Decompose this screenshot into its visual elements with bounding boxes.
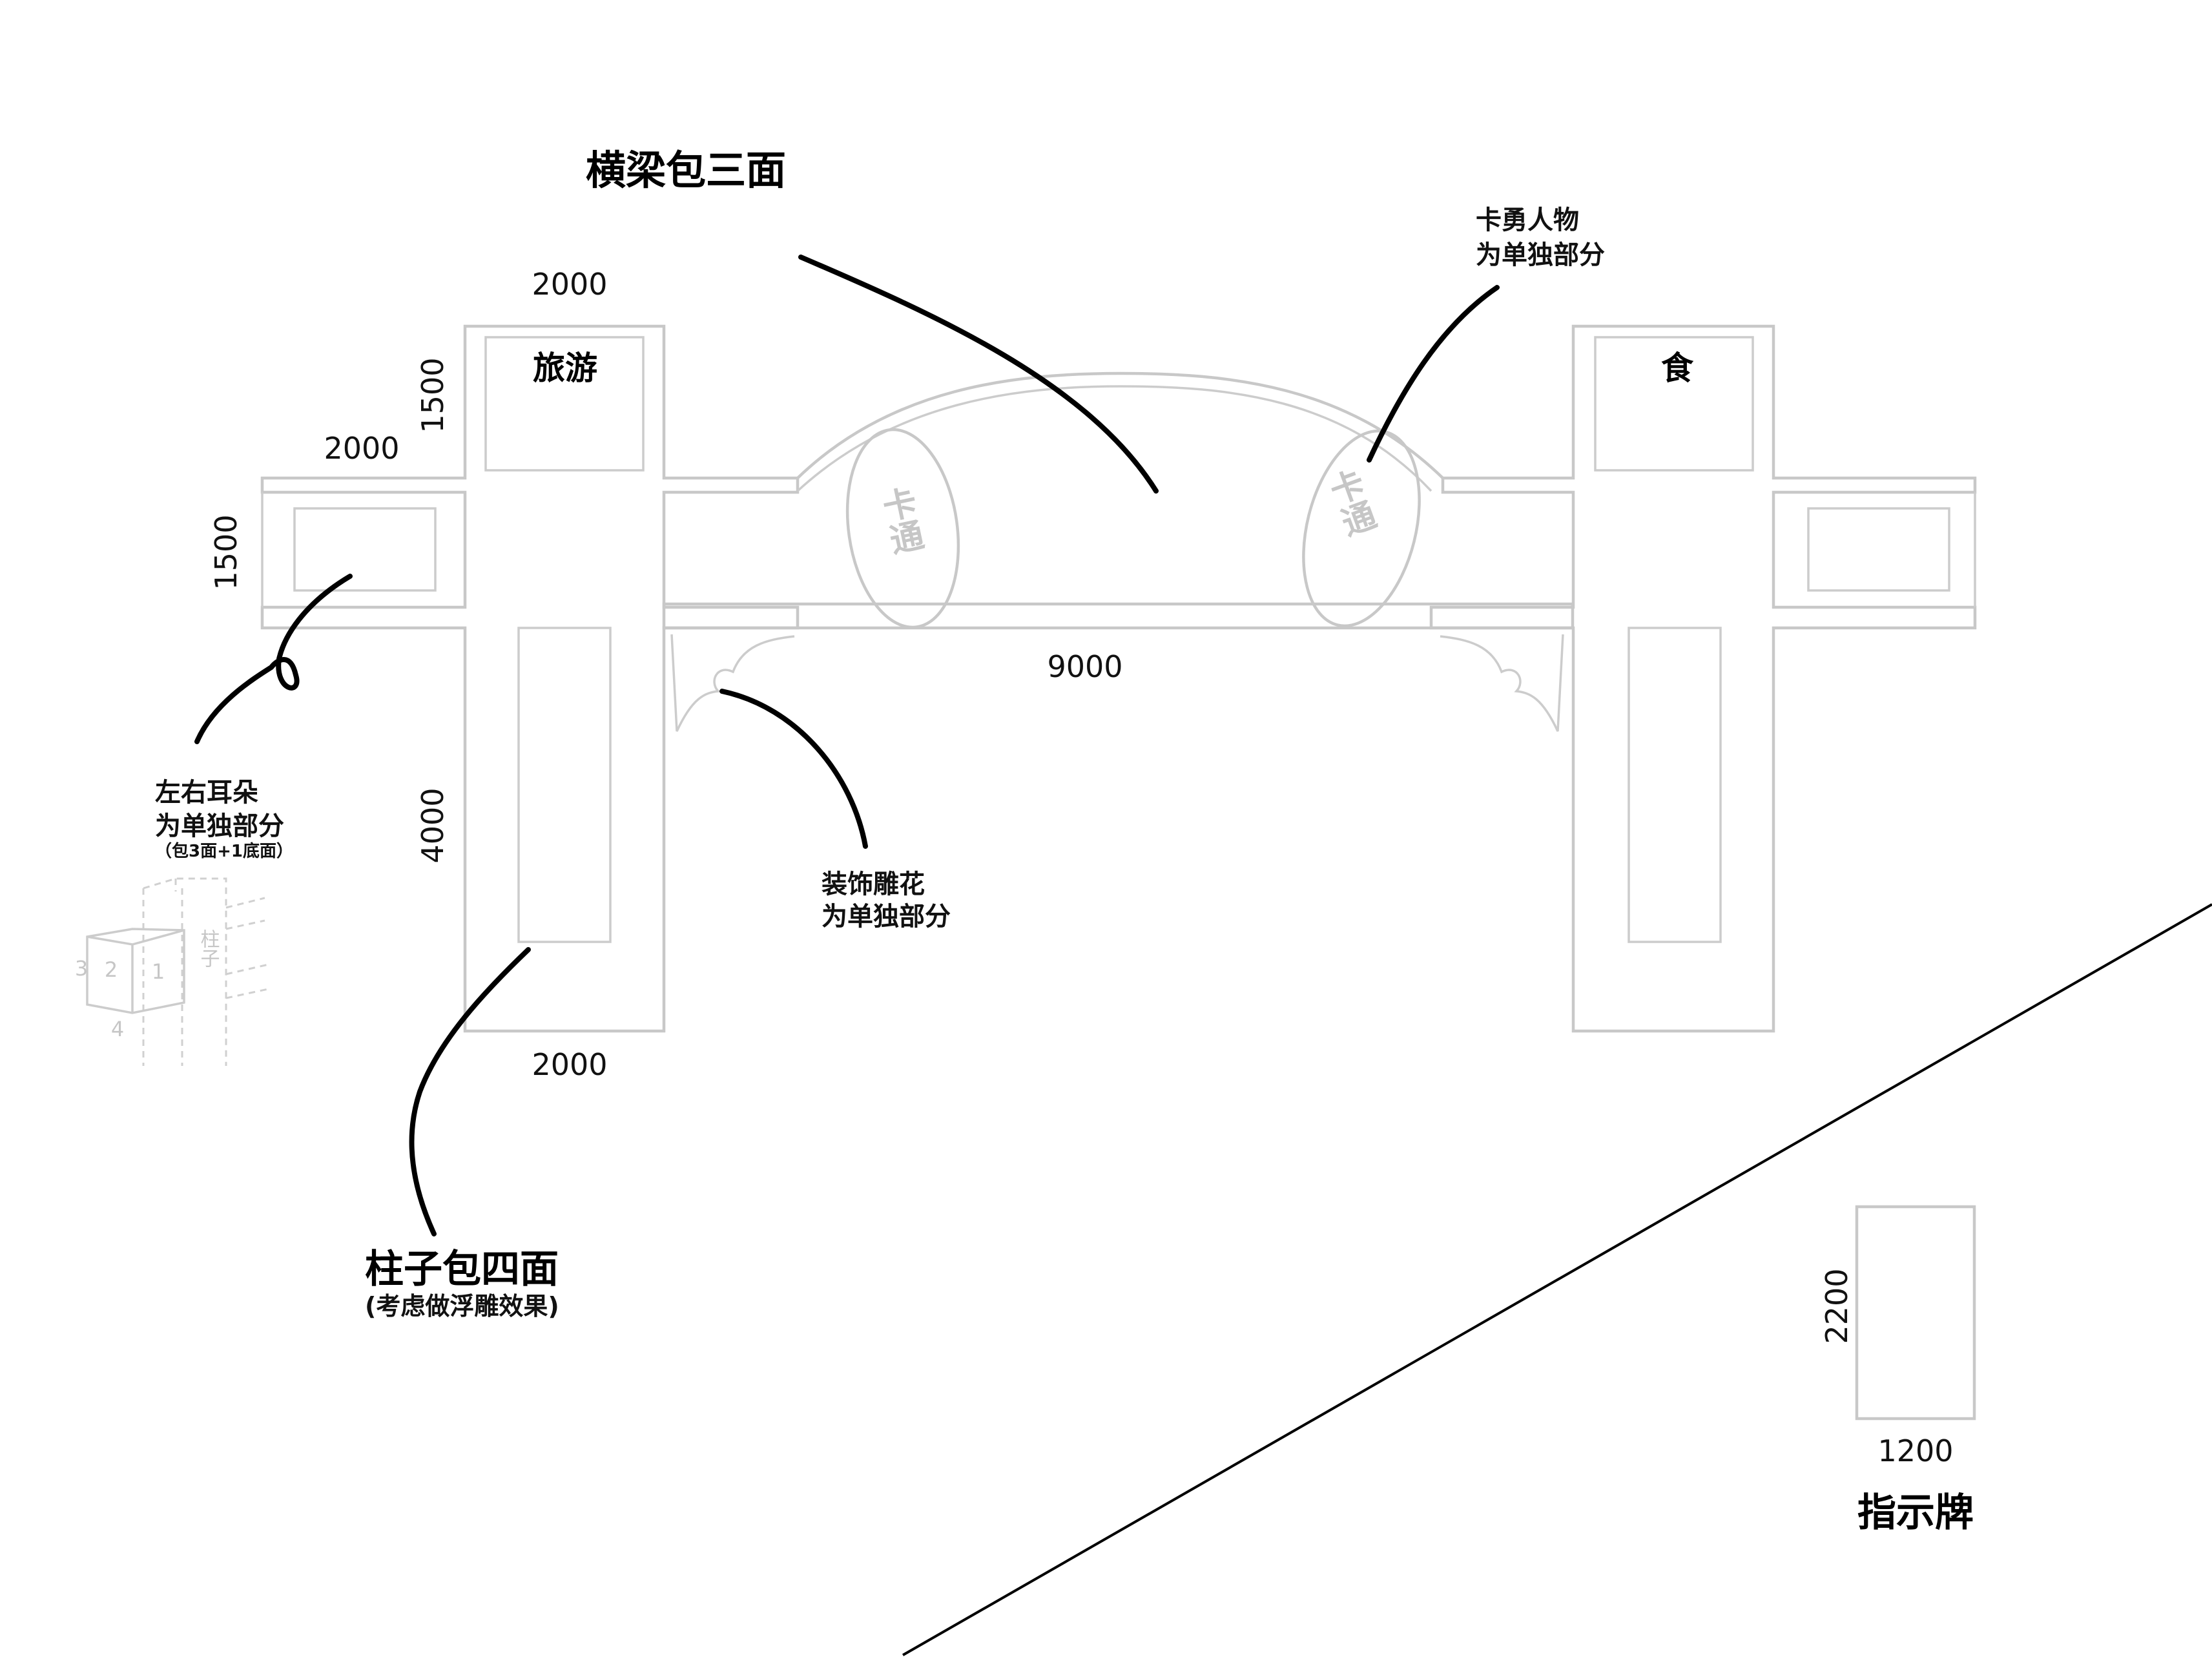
dim-top-height: 1500	[415, 357, 450, 433]
pillar-leader-line	[409, 947, 531, 1236]
left-ear-panel	[293, 507, 437, 592]
inset-cube	[86, 928, 185, 1014]
right-tower-outline	[1429, 324, 1977, 1033]
signpost-outline	[1855, 1205, 1976, 1421]
inset-pillar-label: 柱子	[197, 929, 220, 968]
right-pillar-relief-panel	[1628, 627, 1722, 943]
beam-lower-bar	[662, 602, 1575, 630]
dim-ear-width: 2000	[324, 431, 399, 466]
right-sign-panel	[1594, 336, 1754, 472]
inset-ear-sketch: 1 2 3 4 柱子	[75, 877, 272, 1066]
carving-leader-line	[719, 689, 868, 849]
beam-arch-inner	[796, 385, 1432, 492]
dim-pillar-width: 2000	[532, 1047, 607, 1082]
dim-sign-height: 2200	[1819, 1268, 1854, 1344]
inset-face-1: 1	[152, 959, 165, 984]
dim-ear-height: 1500	[209, 514, 243, 590]
dim-beam-span: 9000	[1047, 649, 1122, 684]
pillar-sub: (考虑做浮雕效果)	[365, 1292, 559, 1320]
signpost: 2200 1200 指示牌	[1819, 1205, 1976, 1536]
inset-face-3: 3	[75, 956, 88, 981]
right-ear-panel	[1807, 507, 1950, 592]
main-beam	[662, 371, 1575, 630]
left-tower: 旅游	[260, 324, 800, 1033]
dim-sign-width: 1200	[1877, 1433, 1953, 1468]
signpost-title: 指示牌	[1857, 1490, 1974, 1536]
inset-face-4: 4	[111, 1017, 124, 1041]
ears-note-line1: 左右耳朵	[155, 778, 258, 808]
left-tower-outline	[260, 324, 800, 1033]
inset-face-2: 2	[105, 957, 118, 982]
right-sign-text: 食	[1661, 349, 1694, 387]
left-sign-text: 旅游	[533, 349, 597, 387]
beam-title: 横梁包三面	[586, 147, 786, 194]
left-pillar-relief-panel	[517, 627, 612, 943]
carving-note-line2: 为单独部分	[822, 902, 951, 932]
dim-top-width: 2000	[532, 267, 607, 302]
cartoon-right-text: 卡通	[1319, 465, 1380, 542]
ears-note-sub: （包3面+1底面）	[155, 841, 293, 861]
cartoon-note-line2: 为单独部分	[1476, 240, 1605, 270]
left-sign-panel	[484, 336, 645, 472]
carving-bracket-left	[670, 634, 795, 732]
carving-bracket-right	[1440, 634, 1564, 732]
diagonal-divider-line	[902, 903, 2212, 1656]
ears-leader-line	[194, 574, 353, 744]
carving-note-line1: 装饰雕花	[822, 870, 925, 899]
dim-pillar-height: 4000	[415, 787, 450, 863]
beam-arch-outer	[796, 371, 1444, 479]
pillar-title: 柱子包四面	[365, 1247, 559, 1292]
ears-note-line2: 为单独部分	[155, 811, 284, 841]
beam-leader-line	[798, 255, 1159, 494]
cartoon-note-line1: 卡勇人物	[1476, 205, 1579, 235]
right-tower: 食	[1429, 324, 1977, 1033]
inset-pillar-dashed	[142, 877, 272, 1066]
cartoon-left-text: 卡通	[874, 484, 926, 558]
cartoon-leader-line	[1367, 285, 1500, 463]
